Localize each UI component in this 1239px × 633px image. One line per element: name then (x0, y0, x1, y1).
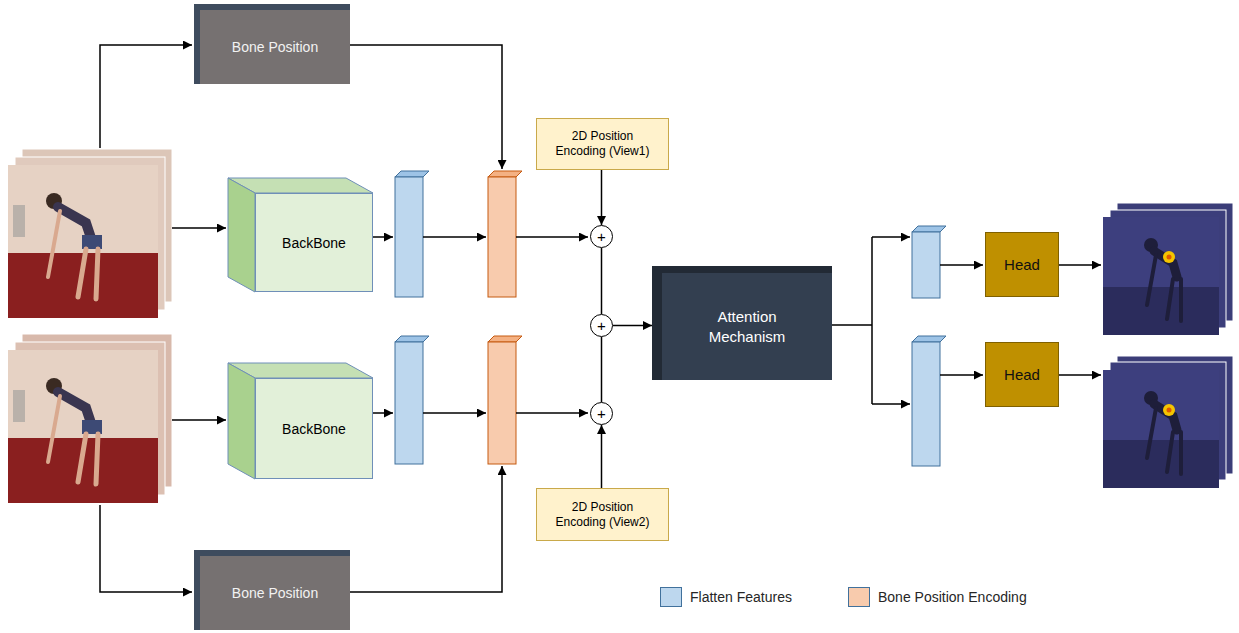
connector (601, 248, 603, 314)
node-label: BackBone (282, 421, 346, 437)
legend-swatch (660, 587, 682, 607)
node-label: + (597, 229, 606, 244)
node-label: Attention Mechanism (697, 307, 797, 346)
head-box: Head (985, 232, 1059, 297)
backbone-box: BackBone (255, 378, 373, 479)
node-label: 2D Position Encoding (View2) (548, 500, 658, 530)
connector (601, 337, 603, 402)
legend-text: Flatten Features (690, 589, 792, 605)
bone-position-box: Bone Position (194, 550, 350, 630)
sum-circle: + (590, 402, 613, 425)
node-label: Head (1004, 256, 1040, 273)
head-box: Head (985, 342, 1059, 407)
sum-circle: + (590, 314, 613, 337)
node-label: Head (1004, 366, 1040, 383)
node-label: BackBone (282, 235, 346, 251)
sum-circle: + (590, 225, 613, 248)
position-encoding-box: 2D Position Encoding (View2) (536, 488, 669, 541)
node-label: 2D Position Encoding (View1) (548, 129, 658, 159)
bone-position-box: Bone Position (194, 4, 350, 84)
legend-text: Bone Position Encoding (878, 589, 1027, 605)
node-label: Bone Position (232, 585, 318, 601)
legend-swatch (848, 587, 870, 607)
attention-box: Attention Mechanism (652, 266, 832, 380)
backbone-box: BackBone (255, 193, 373, 292)
connector (613, 325, 652, 327)
connector (601, 170, 603, 225)
node-label: Bone Position (232, 39, 318, 55)
node-label: + (597, 318, 606, 333)
position-encoding-box: 2D Position Encoding (View1) (536, 118, 669, 170)
node-label: + (597, 406, 606, 421)
connector (601, 425, 603, 488)
